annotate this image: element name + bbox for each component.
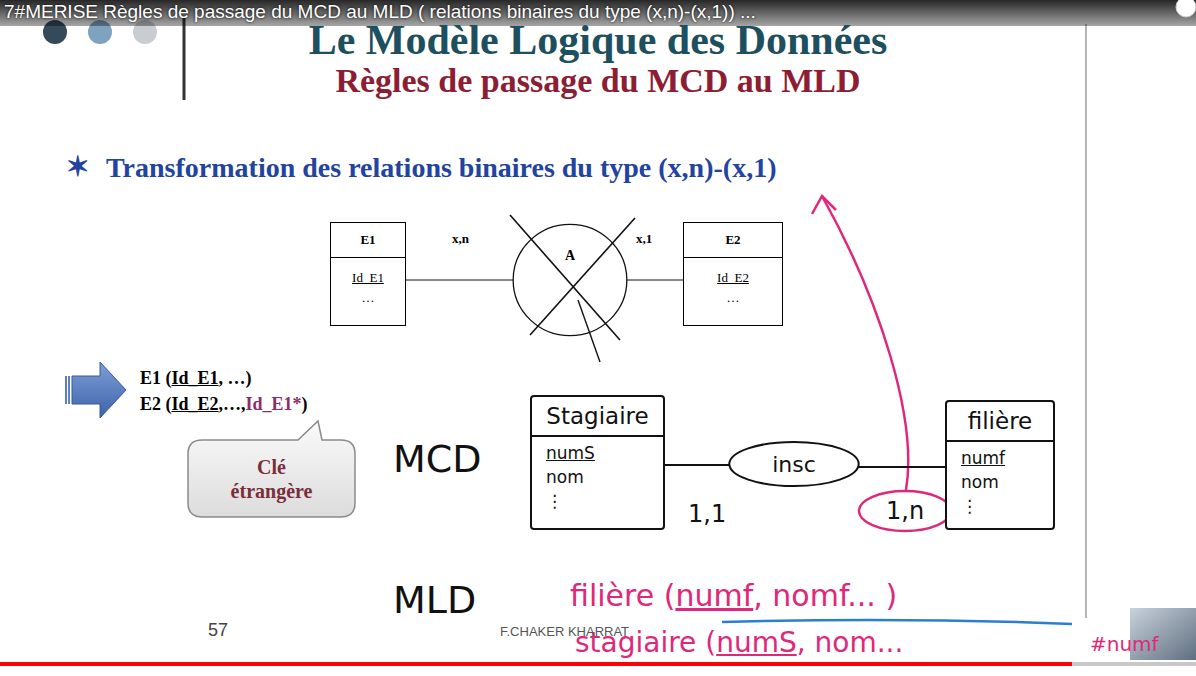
box-body: Id_E2… — [684, 258, 782, 312]
box-body: numfnom⋮ — [947, 442, 1053, 524]
arrow-shadow — [66, 376, 69, 404]
relation-schema: E1 (Id_E1, …) — [140, 368, 252, 389]
callout-text: Clé étrangère — [217, 455, 327, 503]
cardinality: x,1 — [636, 231, 652, 247]
separator — [183, 18, 186, 100]
page-number: 57 — [208, 620, 228, 641]
label-text: numf — [675, 578, 753, 613]
box-header: E1 — [331, 223, 405, 258]
handwritten-schema: filière (numf, nomf... ) — [570, 578, 897, 613]
identifier: numf — [961, 446, 1045, 470]
association-ellipse: insc — [728, 441, 860, 487]
attribute: … — [692, 288, 774, 308]
identifier: numS — [546, 441, 655, 465]
handwritten-note: MLD — [393, 578, 476, 622]
cardinality: 1,1 — [688, 500, 726, 528]
entity-box: Stagiaire numSnom⋮ — [530, 395, 665, 530]
cardinality: x,n — [452, 231, 469, 247]
label-text: MLD — [393, 578, 476, 622]
label-text: Id_E2 — [172, 394, 219, 414]
connector — [627, 280, 683, 281]
handwritten-note: MCD — [393, 437, 482, 481]
entity-name: Stagiaire — [546, 403, 648, 429]
label-text: , nomf... ) — [753, 578, 897, 613]
box-header: Stagiaire — [532, 397, 663, 437]
association-name: A — [565, 248, 575, 264]
label-text: Règles de passage du MCD au MLD — [335, 62, 860, 99]
entity-box: filière numfnom⋮ — [945, 400, 1055, 530]
blue-underline — [722, 620, 1072, 624]
callout-shape — [188, 421, 355, 517]
box-body: Id_E1… — [331, 258, 405, 312]
label-text: E2 ( — [140, 394, 172, 414]
connector — [858, 466, 945, 468]
attribute: ⋮ — [961, 494, 1045, 518]
label-text: ) — [302, 394, 308, 414]
cardinality: 1,n — [886, 497, 924, 525]
box-header: E2 — [684, 223, 782, 258]
callout-box: Clé étrangère — [188, 440, 355, 517]
foreign-key: #numf — [1090, 632, 1159, 656]
outline — [513, 224, 627, 335]
label-text: F.CHAKER KHARRAT — [500, 624, 629, 639]
entity-name: filière — [968, 408, 1033, 434]
label-text: Transformation des relations binaires du… — [106, 152, 776, 183]
entity-name: E1 — [360, 232, 375, 248]
pink-arrowhead — [812, 196, 836, 214]
video-title: 7#MERISE Règles de passage du MCD au MLD… — [4, 1, 756, 23]
connector — [406, 280, 513, 281]
label-text: 7#MERISE Règles de passage du MCD au MLD… — [4, 1, 756, 22]
identifier: Id_E1 — [339, 268, 397, 288]
attribute: nom — [961, 470, 1045, 494]
section-heading: Transformation des relations binaires du… — [106, 152, 776, 184]
attribute: ⋮ — [546, 489, 655, 513]
label-text: ✶ — [66, 151, 89, 182]
video-icon — [1176, 0, 1196, 17]
connector — [665, 464, 729, 466]
entity-box: E1Id_E1… — [330, 222, 406, 326]
shape-outline — [512, 222, 628, 338]
label-text: #numf — [1090, 632, 1159, 656]
highlight-circle — [859, 491, 951, 531]
bullet: ✶ — [66, 150, 89, 183]
label-text: Id_E1* — [246, 394, 302, 414]
attribute: nom — [546, 465, 655, 489]
progress-track — [0, 662, 1196, 666]
block-arrow — [72, 362, 126, 418]
attribute: … — [339, 288, 397, 308]
label-text: E1 ( — [140, 368, 172, 388]
author: F.CHAKER KHARRAT — [500, 624, 629, 639]
identifier: Id_E2 — [692, 268, 774, 288]
label-text: , nom... — [797, 626, 904, 659]
association-circle: A — [512, 222, 628, 338]
label-text: 57 — [208, 620, 228, 640]
label-text: , …) — [219, 368, 252, 388]
label-text: filière ( — [570, 578, 675, 613]
box-body: numSnom⋮ — [532, 437, 663, 519]
label-text: numS — [716, 626, 797, 659]
slide-title: Le Modèle Logique des Données — [0, 16, 1196, 64]
label-text: Id_E1 — [172, 368, 219, 388]
outline — [729, 442, 858, 486]
progress-bar — [0, 662, 1072, 666]
association-name: insc — [772, 452, 816, 477]
relation-schema: E2 (Id_E2,…,Id_E1*) — [140, 394, 308, 415]
entity-name: E2 — [725, 232, 740, 248]
label-text: MCD — [393, 437, 482, 481]
label-text: ,…, — [219, 394, 246, 414]
box-header: filière — [947, 402, 1053, 442]
entity-box: E2Id_E2… — [683, 222, 783, 326]
slide-edge — [1085, 24, 1087, 618]
slide-subtitle: Règles de passage du MCD au MLD — [0, 62, 1196, 100]
